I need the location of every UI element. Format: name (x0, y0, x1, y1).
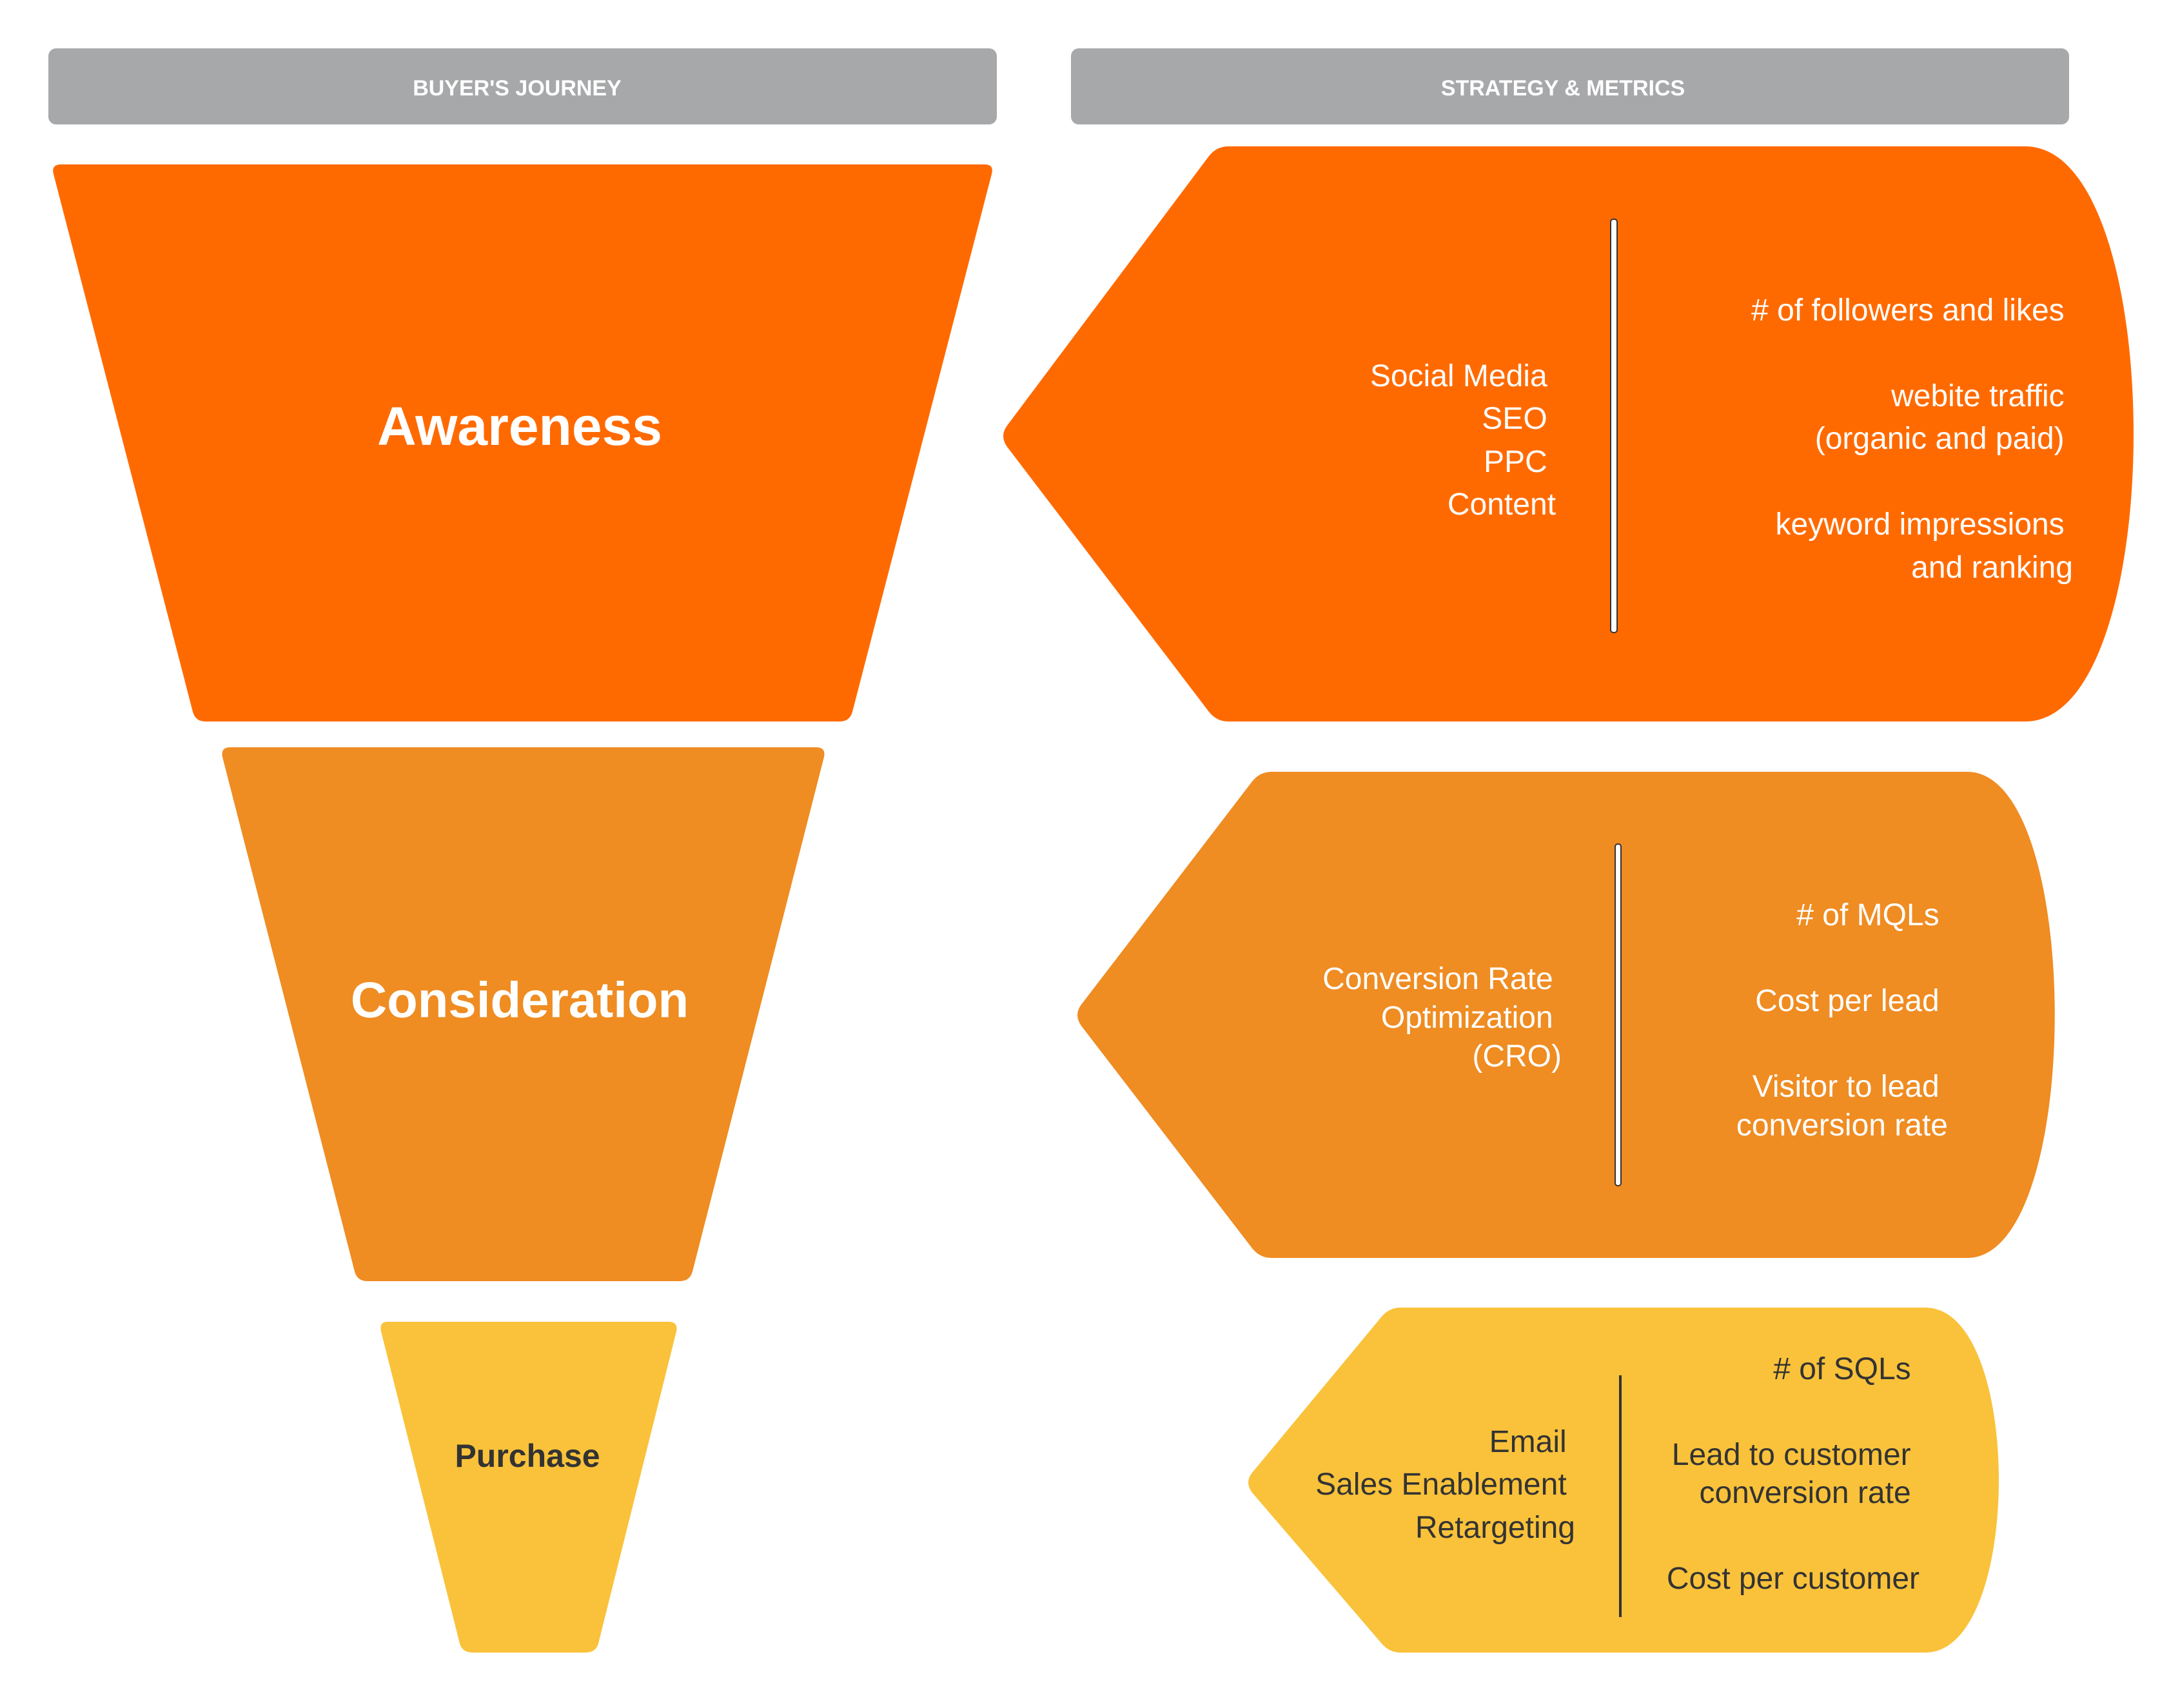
strategy-shape-purchase (1248, 1308, 1999, 1653)
strategy-list-consideration: Conversion Rate Optimization (CRO) (1322, 962, 1562, 1074)
strategy-item: Optimization (1381, 1001, 1553, 1035)
metric-item: # of followers and likes (1751, 293, 2065, 328)
strategy-shape-awareness (1003, 146, 2134, 721)
strategy-item: (CRO) (1472, 1039, 1562, 1074)
metric-item: conversion rate (1736, 1108, 1948, 1143)
stage-title-purchase: Purchase (455, 1438, 600, 1474)
metric-item: and ranking (1911, 551, 2073, 585)
strategy-list-purchase: Email Sales Enablement Retargeting (1315, 1425, 1575, 1545)
metric-item: Visitor to lead (1753, 1070, 1939, 1104)
metric-item: webite traffic (1890, 379, 2065, 413)
header-strategy-metrics: STRATEGY & METRICS (1441, 76, 1685, 101)
strategy-item: PPC (1484, 445, 1547, 479)
strategy-item: Conversion Rate (1322, 962, 1553, 996)
strategy-item: Social Media (1370, 359, 1547, 393)
metric-item: Lead to customer (1672, 1438, 1911, 1472)
metric-item: # of SQLs (1773, 1352, 1910, 1386)
metric-item: Cost per lead (1755, 984, 1939, 1018)
metric-item: # of MQLs (1796, 898, 1939, 932)
header-bar-strategy-metrics (1071, 48, 2069, 124)
metric-list-awareness: # of followers and likes webite traffic … (1751, 293, 2073, 585)
metric-item: keyword impressions (1776, 507, 2065, 542)
funnel-segment-consideration (222, 747, 825, 1281)
metric-item: conversion rate (1699, 1476, 1910, 1510)
funnel-segment-purchase (380, 1322, 677, 1653)
strategy-list-awareness: Social Media SEO PPC Content (1370, 359, 1556, 522)
header-buyers-journey: BUYER'S JOURNEY (413, 76, 622, 101)
divider-purchase (1619, 1375, 1622, 1617)
header-bar-buyers-journey (48, 48, 997, 124)
strategy-shape-consideration (1077, 772, 2055, 1258)
divider-consideration (1615, 843, 1622, 1186)
strategy-item: SEO (1482, 402, 1547, 436)
strategy-item: Sales Enablement (1315, 1468, 1567, 1502)
strategy-item: Content (1448, 487, 1556, 522)
funnel-segment-awareness (53, 164, 992, 721)
strategy-item: Email (1489, 1425, 1567, 1459)
strategy-item: Retargeting (1415, 1511, 1575, 1545)
metric-list-consideration: # of MQLs Cost per lead Visitor to lead … (1736, 898, 1948, 1143)
metric-item: Cost per customer (1667, 1562, 1920, 1596)
metric-item: (organic and paid) (1815, 422, 2065, 456)
stage-title-awareness: Awareness (377, 396, 662, 456)
metric-list-purchase: # of SQLs Lead to customer conversion ra… (1667, 1352, 1920, 1596)
stage-title-consideration: Consideration (351, 972, 689, 1028)
divider-awareness (1610, 219, 1618, 633)
